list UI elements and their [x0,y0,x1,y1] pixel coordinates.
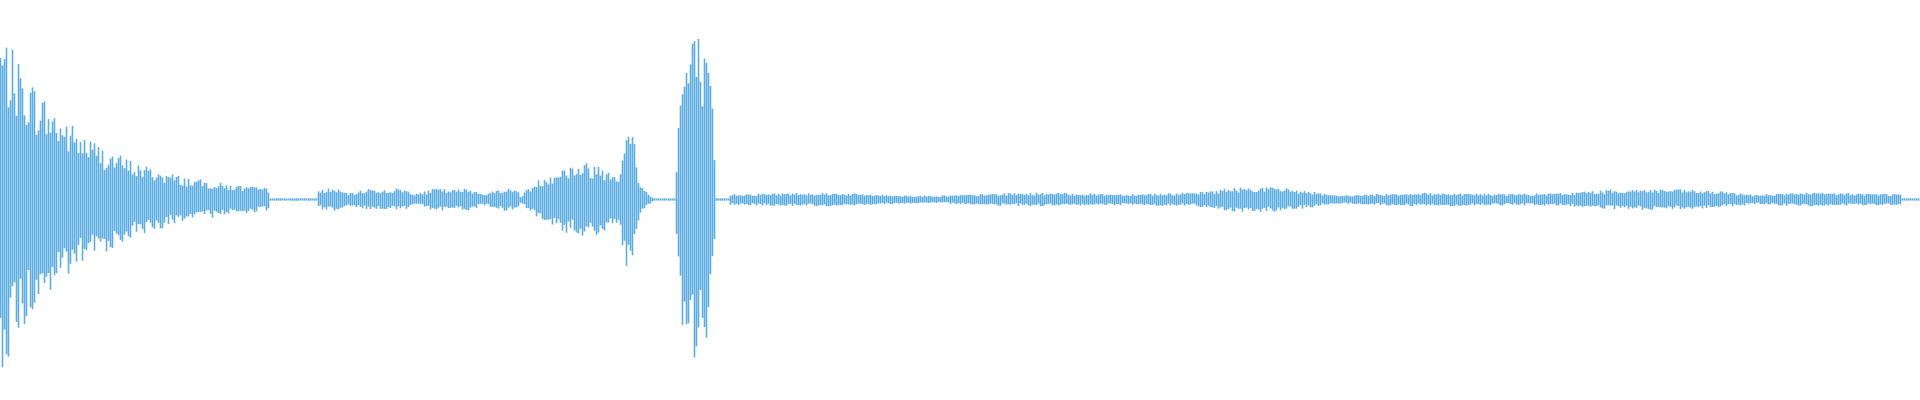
waveform-samples [0,39,1920,368]
